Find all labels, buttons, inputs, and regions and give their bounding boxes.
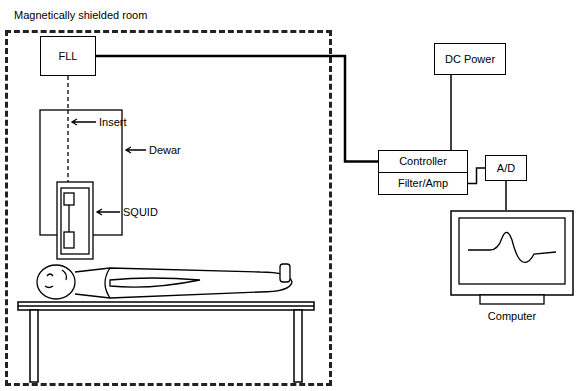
patient (37, 264, 292, 299)
leader-arrow (126, 147, 146, 153)
node-label: FLL (59, 50, 78, 62)
node-label: Filter/Amp (398, 177, 448, 189)
shielded-room: Magnetically shielded roomFLL (5, 30, 332, 386)
monitor-icon (450, 210, 574, 306)
node-label: DC Power (445, 53, 495, 65)
ad-box: A/D (485, 155, 527, 181)
squid-label: SQUID (123, 206, 158, 218)
node-label: A/D (497, 162, 515, 174)
leader-arrow (72, 119, 96, 125)
cable (96, 56, 378, 162)
squid-inner (61, 188, 89, 254)
computer: Computer (450, 210, 574, 322)
leader-arrow (97, 209, 120, 215)
cable (506, 181, 507, 210)
node-label: Controller (399, 155, 447, 167)
cable (468, 168, 485, 184)
filter-box: Filter/Amp (378, 172, 468, 195)
dewar-label: Dewar (149, 144, 181, 156)
node-label: Computer (450, 310, 574, 322)
squid-coil (64, 232, 74, 248)
table (18, 302, 314, 382)
cable (451, 75, 452, 150)
squid-element (64, 193, 74, 205)
controller-box: Controller (378, 150, 468, 173)
fll-box: FLL (40, 36, 96, 76)
room-title: Magnetically shielded room (14, 9, 147, 21)
insert-label: Insert (99, 116, 127, 128)
power-box: DC Power (434, 43, 506, 75)
dewar-tail (57, 182, 93, 259)
